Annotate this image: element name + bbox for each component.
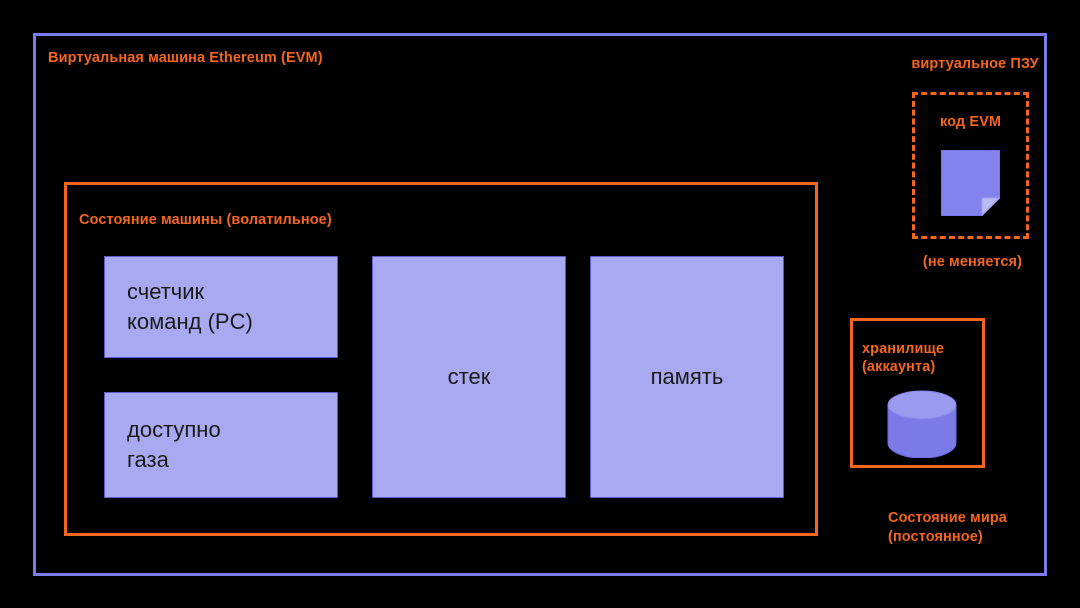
program-counter-box: счетчик команд (PC): [104, 256, 338, 358]
machine-state-title: Состояние машины (волатильное): [79, 212, 332, 228]
gas-available-box: доступно газа: [104, 392, 338, 498]
machine-state-box: [64, 182, 818, 536]
world-state-note: Состояние мира (постоянное): [888, 510, 1007, 545]
evm-outer-frame: [33, 33, 1047, 576]
virtual-rom-note: (не меняется): [922, 254, 1023, 270]
stack-box: стек: [372, 256, 566, 498]
database-cylinder-icon: [886, 390, 958, 459]
virtual-rom-title: виртуальное ПЗУ: [911, 56, 1039, 72]
memory-box: память: [590, 256, 784, 498]
virtual-rom-dashed-box: [912, 92, 1029, 239]
account-storage-box: [850, 318, 985, 468]
document-icon: [941, 150, 1001, 217]
evm-code-label: код EVM: [939, 114, 1002, 130]
account-storage-title: хранилище (аккаунта): [862, 341, 944, 375]
evm-title: Виртуальная машина Ethereum (EVM): [48, 50, 323, 66]
